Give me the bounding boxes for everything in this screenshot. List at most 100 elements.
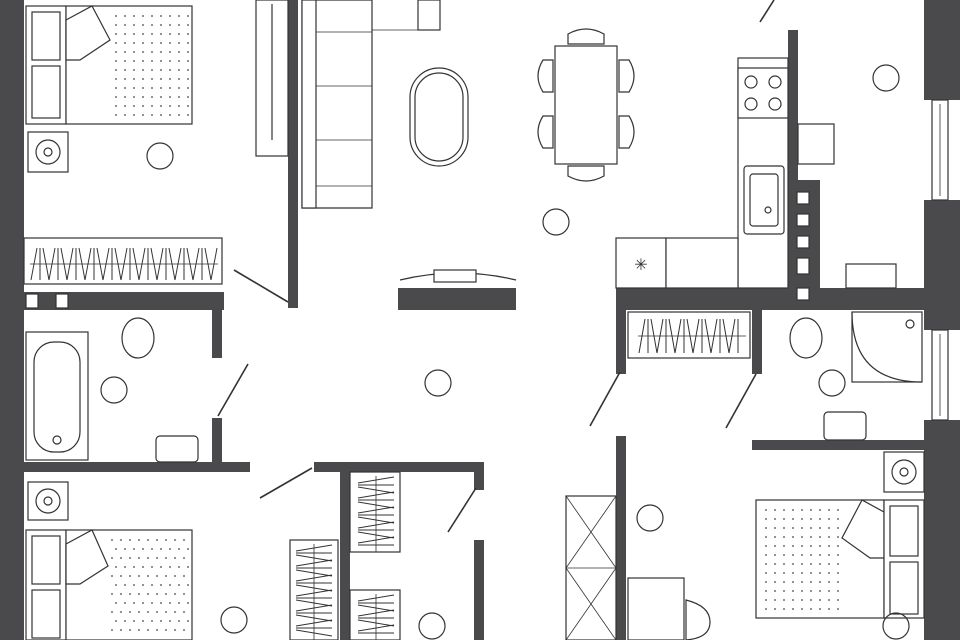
bedding-dot: [178, 584, 180, 586]
bedding-dot: [165, 557, 167, 559]
bedding-dot: [792, 599, 794, 601]
bedding-dot: [151, 60, 153, 62]
bedding-dot: [156, 575, 158, 577]
bedding-dot: [837, 536, 839, 538]
bedding-dot: [133, 620, 135, 622]
bedding-dot: [828, 581, 830, 583]
wall-wardrobe-right-east: [752, 310, 762, 374]
bedding-dot: [115, 60, 117, 62]
bedding-dot: [801, 536, 803, 538]
bedding-dot: [819, 554, 821, 556]
bedding-dot: [837, 554, 839, 556]
washing-machine-hub: [43, 147, 53, 157]
bedding-dot: [810, 509, 812, 511]
bedding-dot: [765, 599, 767, 601]
bedding-dot: [187, 584, 189, 586]
wall-bath2-south: [752, 440, 924, 450]
bedding-dot: [169, 566, 171, 568]
ceiling-light: [146, 142, 174, 170]
bedding-dot: [160, 33, 162, 35]
bedding-dot: [151, 602, 153, 604]
bedding-dot: [774, 590, 776, 592]
bedding-dot: [774, 509, 776, 511]
bedding-dot: [801, 599, 803, 601]
kitchen: ✳: [615, 57, 897, 289]
bedding-dot: [169, 42, 171, 44]
bedding-dot: [828, 572, 830, 574]
bedding-dot: [183, 629, 185, 631]
bedding-dot: [765, 581, 767, 583]
wall-left-exterior: [0, 0, 24, 640]
bedding-dot: [783, 563, 785, 565]
bedding-dot: [133, 584, 135, 586]
wall-bedroom1-east: [288, 0, 298, 308]
bedding-dot: [819, 563, 821, 565]
bedding-dot: [124, 566, 126, 568]
ceiling-light: [542, 208, 570, 236]
bedding-pattern: [111, 15, 839, 631]
bedding-dot: [151, 15, 153, 17]
bedding-dot: [133, 87, 135, 89]
bedding-dot: [115, 548, 117, 550]
wall-right-exterior-top: [924, 0, 960, 100]
bedding-dot: [129, 611, 131, 613]
bedding-dot: [160, 566, 162, 568]
bedding-dot: [837, 527, 839, 529]
bedding-dot: [783, 572, 785, 574]
bedding-dot: [124, 96, 126, 98]
bedding-dot: [819, 527, 821, 529]
bedding-dot: [792, 608, 794, 610]
bedding-dot: [133, 33, 135, 35]
bedding-dot: [115, 584, 117, 586]
bedding-dot: [178, 24, 180, 26]
bedding-dot: [819, 608, 821, 610]
bathtub-basin: [33, 341, 81, 453]
pillow: [31, 535, 61, 585]
bedding-dot: [187, 566, 189, 568]
bedding-dot: [156, 611, 158, 613]
bedding-dot: [120, 629, 122, 631]
bedding-dot: [801, 581, 803, 583]
bedding-dot: [142, 15, 144, 17]
fridge: [615, 237, 667, 289]
ceiling-light: [872, 64, 900, 92]
bedding-dot: [178, 42, 180, 44]
coffee-table-inner: [414, 72, 464, 162]
bedding-dot: [178, 78, 180, 80]
toilet: [121, 317, 155, 359]
bedding-dot: [120, 539, 122, 541]
wall-closet-east-bottom: [474, 540, 484, 640]
bedding-dot: [169, 620, 171, 622]
bedding-dot: [178, 87, 180, 89]
bedding-dot: [151, 114, 153, 116]
bedding-dot: [828, 527, 830, 529]
bedding-dot: [138, 593, 140, 595]
bedding-dot: [183, 593, 185, 595]
bedding-dot: [142, 114, 144, 116]
stove-burner: [744, 75, 758, 89]
bedding-dot: [147, 611, 149, 613]
bedding-dot: [169, 584, 171, 586]
bed-blanket-fold: [65, 5, 111, 61]
bedding-dot: [133, 78, 135, 80]
ceiling-light: [818, 369, 846, 397]
bedding-dot: [169, 60, 171, 62]
bedding-dot: [819, 581, 821, 583]
bedding-dot: [124, 78, 126, 80]
bedding-dot: [783, 581, 785, 583]
doors: [217, 0, 775, 533]
living-room: [301, 0, 570, 397]
bedding-dot: [124, 548, 126, 550]
bedding-dot: [174, 611, 176, 613]
bedding-dot: [142, 51, 144, 53]
washing-machine-drum: [35, 139, 61, 165]
bedding-dot: [183, 575, 185, 577]
bedding-dot: [187, 15, 189, 17]
bedding-dot: [765, 572, 767, 574]
bedding-dot: [178, 566, 180, 568]
bedding-dot: [124, 114, 126, 116]
bedding-dot: [160, 15, 162, 17]
bedding-dot: [187, 69, 189, 71]
chair: [618, 115, 635, 149]
bedding-dot: [765, 608, 767, 610]
